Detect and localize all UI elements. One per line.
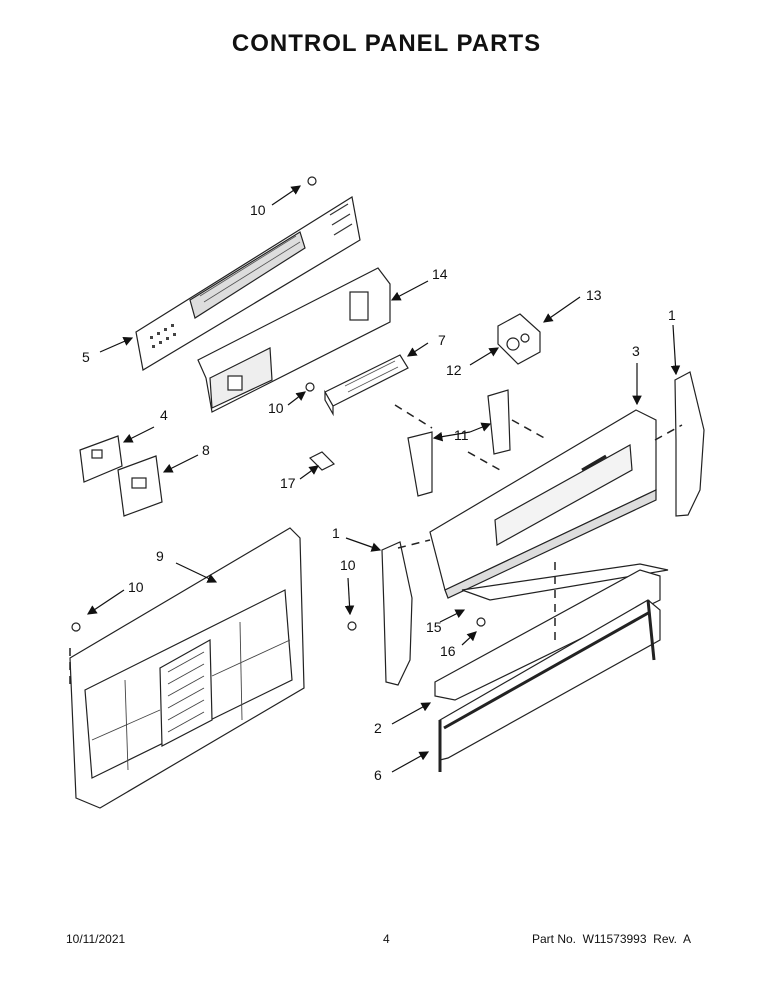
part-5-top-panel [135,196,361,371]
callout-8: 8 [202,442,210,458]
part-7-control-board [324,354,409,417]
part-1-left-end-cap [381,541,413,686]
part-14-bracket [197,267,391,413]
part-3-control-panel [429,409,657,599]
part-8-board [117,455,163,517]
part-9-rear-panel [69,527,305,809]
callout-5: 5 [82,349,90,365]
part-6-frame [438,599,661,772]
callout-11: 11 [454,427,469,443]
callout-7: 7 [438,332,446,348]
callout-13: 13 [586,287,602,303]
part-1-right-end-cap [674,371,705,517]
page-title: CONTROL PANEL PARTS [231,30,542,57]
part-15-trim [461,563,669,601]
leader-arrows [87,185,681,773]
callout-16: 16 [440,643,456,659]
callout-9: 9 [156,548,164,564]
callout-17: 17 [280,475,296,491]
callout-6: 6 [374,767,382,783]
footer-part-number: Part No. W11573993 Rev. A [532,932,691,946]
part-17-clip [308,451,336,471]
part-4-bracket [79,435,123,483]
callout-1a: 1 [668,307,676,323]
footer-page-number: 4 [383,932,390,946]
callout-10a: 10 [250,202,266,218]
callout-4: 4 [160,407,168,423]
callout-1b: 1 [332,525,340,541]
callout-10d: 10 [340,557,356,573]
part-11-brackets [407,389,511,497]
callout-10c: 10 [128,579,144,595]
alignment-lines [69,404,683,690]
callout-15: 15 [426,619,442,635]
callout-2: 2 [374,720,382,736]
part-13-switch [497,313,541,365]
callout-10b: 10 [268,400,284,416]
callout-labels: 10 5 14 7 13 12 10 4 8 17 11 3 1 9 10 10… [82,202,676,783]
screws [71,176,486,632]
callout-3: 3 [632,343,640,359]
callout-12: 12 [446,362,462,378]
part-2-lower-trim [434,569,661,701]
footer-date: 10/11/2021 [66,932,126,946]
callout-14: 14 [432,266,448,282]
